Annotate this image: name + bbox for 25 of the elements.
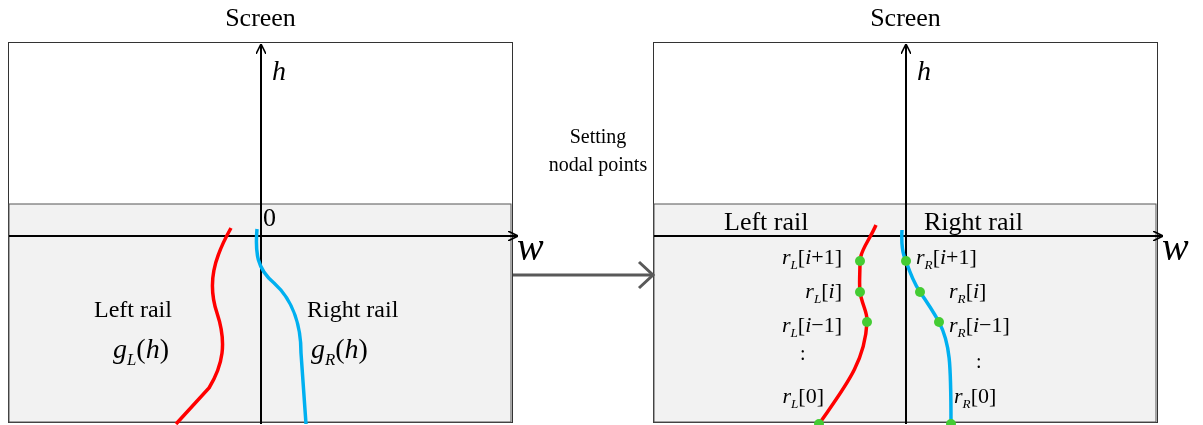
node-label: r$_{L}$[i+1] bbox=[781, 246, 842, 272]
axis-label: w bbox=[517, 227, 544, 267]
axis-label: h bbox=[272, 57, 286, 85]
node-label: r$_{R}$[0] bbox=[954, 385, 997, 411]
panel-title: Screen bbox=[869, 3, 942, 33]
function-label: g$_{R}$(h) bbox=[311, 335, 368, 369]
panel-title: Screen bbox=[224, 3, 297, 33]
rail-label: Right rail bbox=[307, 297, 399, 321]
node-label: r$_{R}$[i] bbox=[949, 280, 987, 306]
edge-label: Setting nodal points bbox=[548, 124, 648, 178]
node-label: r$_{L}$[0] bbox=[782, 385, 824, 411]
origin-label: 0 bbox=[263, 205, 276, 231]
ellipsis: : bbox=[976, 351, 982, 371]
arrow bbox=[513, 260, 655, 290]
node-label: r$_{L}$[i−1] bbox=[781, 314, 842, 340]
axis-label: h bbox=[917, 57, 931, 85]
function-label: g$_{L}$(h) bbox=[113, 335, 169, 369]
node-label: r$_{R}$[i+1] bbox=[916, 246, 977, 272]
node-label: r$_{L}$[i] bbox=[805, 280, 842, 306]
rail-label: Left rail bbox=[724, 209, 809, 235]
node-label: r$_{R}$[i−1] bbox=[949, 314, 1010, 340]
axis-label: w bbox=[1162, 227, 1189, 267]
ellipsis: : bbox=[800, 343, 806, 363]
rail-label: Right rail bbox=[924, 209, 1023, 235]
rail-label: Left rail bbox=[94, 297, 172, 321]
